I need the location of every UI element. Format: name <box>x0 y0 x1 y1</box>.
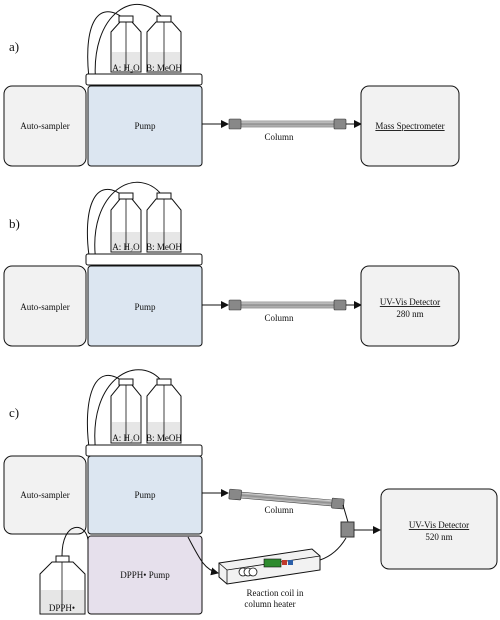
detector-title: UV-Vis Detector <box>409 520 469 530</box>
dpph-bottle: DPPH• <box>39 555 86 615</box>
panel-label: c) <box>9 405 19 420</box>
mixing-tee <box>340 521 355 538</box>
pump-box <box>87 455 203 535</box>
column-heater <box>218 548 321 585</box>
column-label: Column <box>264 313 294 323</box>
autosampler-box <box>3 265 87 347</box>
reaction-coil-label: column heater <box>244 599 295 609</box>
bottle-shelf <box>85 253 203 266</box>
coil-to-mixer-line <box>319 537 347 561</box>
tubing-b <box>94 181 165 263</box>
tubing-a <box>87 11 127 87</box>
pump-label: Pump <box>134 490 156 500</box>
detector-wavelength: 520 nm <box>425 532 452 542</box>
column-label: Column <box>264 132 294 142</box>
dpph-pump-label: DPPH• Pump <box>120 570 170 580</box>
dpph-pump-box <box>87 535 203 615</box>
autosampler-label: Auto-sampler <box>20 302 70 312</box>
indicator-light-icon <box>288 560 293 565</box>
column-to-mixer-line <box>342 504 349 523</box>
autosampler-box <box>3 455 87 535</box>
bottle-shelf <box>85 444 203 457</box>
tubing-a <box>86 189 127 263</box>
bottle-label: B: MeOH <box>146 242 182 252</box>
tubing-b <box>94 369 165 455</box>
bottle-water: A: H₂O <box>110 192 142 253</box>
autosampler-label: Auto-sampler <box>20 121 70 131</box>
pump-label: Pump <box>134 121 156 131</box>
bottle-label: A: H₂O <box>112 63 140 73</box>
autosampler-label: Auto-sampler <box>20 490 70 500</box>
dpph-tubing <box>61 526 89 557</box>
panel-a: a) A: H₂O B: MeOH Auto-sampler Pump <box>3 3 460 167</box>
dpph-bottle-label: DPPH• <box>49 603 75 613</box>
detector-title: Mass Spectrometer <box>375 121 444 131</box>
bottle-label: B: MeOH <box>146 433 182 443</box>
uv-vis-detector-box <box>360 265 460 347</box>
bottle-label: A: H₂O <box>112 242 140 252</box>
autosampler-box <box>3 85 87 167</box>
column-tube <box>228 488 345 510</box>
bottle-methanol: B: MeOH <box>146 192 182 253</box>
reaction-coil-label: Reaction coil in <box>247 588 304 598</box>
panel-label: b) <box>9 216 20 231</box>
bottle-label: A: H₂O <box>112 433 140 443</box>
pump-box <box>87 265 203 347</box>
indicator-light-icon <box>282 560 287 565</box>
panel-b: b) A: H₂O B: MeOH Auto-sampler Pump <box>3 181 460 347</box>
uv-vis-detector-box <box>380 488 498 570</box>
column-tube <box>228 299 347 311</box>
pump-box <box>87 85 203 167</box>
bottle-water: A: H₂O <box>110 378 142 444</box>
bottle-label: B: MeOH <box>146 63 182 73</box>
bottle-shelf <box>85 73 203 86</box>
panel-c: c) A: H₂O B: MeOH Auto-sampler Pump DPPH… <box>3 369 498 615</box>
bottle-water: A: H₂O <box>110 15 142 73</box>
mass-spectrometer-box <box>360 85 460 167</box>
tubing-b <box>94 3 165 87</box>
column-tube <box>228 118 347 130</box>
panel-label: a) <box>9 39 19 54</box>
bottle-methanol: B: MeOH <box>146 378 182 444</box>
detector-wavelength: 280 nm <box>396 309 423 319</box>
dpph-flow-arrow <box>187 536 219 576</box>
tubing-a <box>86 375 127 455</box>
detector-title: UV-Vis Detector <box>380 297 440 307</box>
column-label: Column <box>264 505 294 515</box>
display-panel-icon <box>263 558 282 568</box>
pump-label: Pump <box>134 302 156 312</box>
bottle-methanol: B: MeOH <box>146 15 182 73</box>
